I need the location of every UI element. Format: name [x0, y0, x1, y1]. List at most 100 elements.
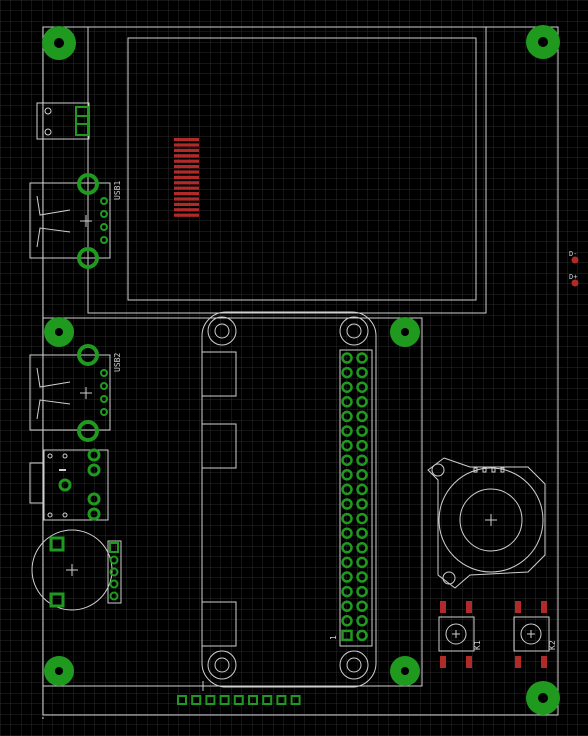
pi-hole-bl-inner: [214, 657, 230, 673]
usb2-label: USB2: [113, 353, 122, 372]
usb1-contact-2: [36, 227, 71, 248]
gpio-pin: [356, 469, 368, 481]
mount-hole-top-left-drill: [54, 38, 64, 48]
gpio-pin: [356, 600, 368, 612]
gpio-pin: [341, 512, 353, 525]
gpio-pin: [341, 410, 353, 423]
bottom-header-pad: [205, 695, 216, 705]
gpio-pin: [341, 556, 353, 569]
gpio-pin: [341, 498, 353, 510]
d-plus-pad: [571, 279, 579, 287]
usb2-pin-3: [100, 395, 108, 403]
gpio-pin: [341, 571, 353, 583]
usb1-label: USB1: [113, 181, 122, 200]
buzzer-pad-2: [49, 592, 65, 608]
d-plus-label: D+: [569, 273, 577, 281]
audio-jack-pad-1: [87, 448, 101, 462]
buzzer-header-pin-1: [109, 542, 119, 553]
audio-jack-hole-1: [47, 453, 53, 459]
gpio-pin: [341, 366, 353, 379]
gpio-header-pins: [341, 352, 368, 642]
usb2-pin-2: [100, 382, 108, 390]
gpio-pin: [341, 527, 353, 539]
switch-k2-pad-2: [541, 601, 547, 613]
gpio-pin: [356, 381, 368, 393]
bottom-header-pad: [290, 695, 301, 705]
joystick-hole-2: [442, 571, 456, 585]
gpio-pin: [356, 615, 368, 627]
pi-hole-tl-inner: [214, 323, 230, 339]
buzzer-pad-1: [49, 536, 65, 552]
gpio-pin: [356, 425, 368, 437]
usb1-outline: [29, 182, 111, 259]
gpio-pin: [356, 352, 368, 364]
switch-k2-pad-3: [515, 656, 521, 668]
micro-usb-hole-2: [44, 128, 52, 136]
switch-k1-pad-3: [440, 656, 446, 668]
joystick: [427, 457, 546, 589]
usb1-shield-pad-top: [77, 173, 99, 195]
switch-k1: K1: [438, 601, 482, 668]
bottom-header-pad: [177, 695, 187, 705]
display-outline-outer: [87, 26, 487, 314]
fpc-finger: [174, 181, 199, 185]
fpc-finger: [174, 170, 199, 174]
gpio-pin: [356, 396, 368, 408]
mount-hole-mid-right-drill: [401, 328, 409, 336]
gpio-pin: [356, 542, 368, 554]
mount-hole-bottom-right-drill: [538, 693, 548, 703]
gpio-pin: [341, 439, 353, 452]
usb1-shield-pad-bottom: [77, 247, 99, 269]
display-fpc-connector: [174, 138, 199, 217]
buzzer: [31, 529, 122, 611]
fpc-finger: [174, 202, 199, 206]
fpc-finger: [174, 192, 199, 196]
gpio-pin: [356, 629, 368, 642]
audio-jack-hole-4: [62, 512, 68, 518]
joystick-tab-4: [500, 467, 505, 473]
pi-hole-tl: [207, 316, 237, 346]
lower-board-outline: [42, 317, 423, 687]
bottom-header-pad: [233, 695, 244, 705]
gpio-pin: [341, 585, 353, 598]
switch-k1-pad-2: [466, 601, 472, 613]
joystick-body: [438, 467, 544, 573]
gpio-pin: [356, 410, 368, 423]
pi-hole-bl: [207, 650, 237, 680]
gpio-pin: [356, 498, 368, 510]
audio-jack: [29, 448, 109, 521]
pi-hole-br-inner: [346, 657, 362, 673]
gpio-pin: [341, 469, 353, 481]
switch-k2: K2: [513, 601, 557, 668]
gpio-pin: [341, 600, 353, 612]
switch-k1-button: [445, 623, 467, 645]
gpio-pin: [341, 396, 353, 408]
pi-connector-1: [201, 351, 237, 397]
bottom-header-pad: [248, 695, 258, 705]
gpio-pin: [341, 629, 353, 642]
gpio-pin: [356, 454, 368, 466]
joystick-stick: [459, 488, 523, 552]
pi-zero-holes: [207, 316, 369, 680]
bottom-header-pad: [219, 695, 230, 705]
fpc-finger: [174, 159, 199, 163]
gpio-pin: [341, 615, 353, 627]
board-outlines: [42, 26, 559, 716]
usb1-connector: USB1: [29, 173, 122, 269]
audio-jack-hole-3: [47, 512, 53, 518]
switch-k1-label: K1: [473, 640, 482, 650]
fpc-finger: [174, 197, 199, 201]
joystick-tab-1: [473, 467, 478, 473]
gpio-pin: [356, 527, 368, 539]
display-outline-inner: [127, 37, 477, 301]
fpc-finger: [174, 175, 199, 179]
switch-k2-body: [513, 616, 550, 652]
micro-usb-pads: [75, 106, 89, 136]
joystick-hole-1: [431, 463, 445, 477]
micro-usb-hole-1: [44, 107, 52, 115]
fpc-finger: [174, 213, 199, 217]
gpio-pin: [341, 425, 353, 437]
fpc-finger: [174, 165, 199, 169]
